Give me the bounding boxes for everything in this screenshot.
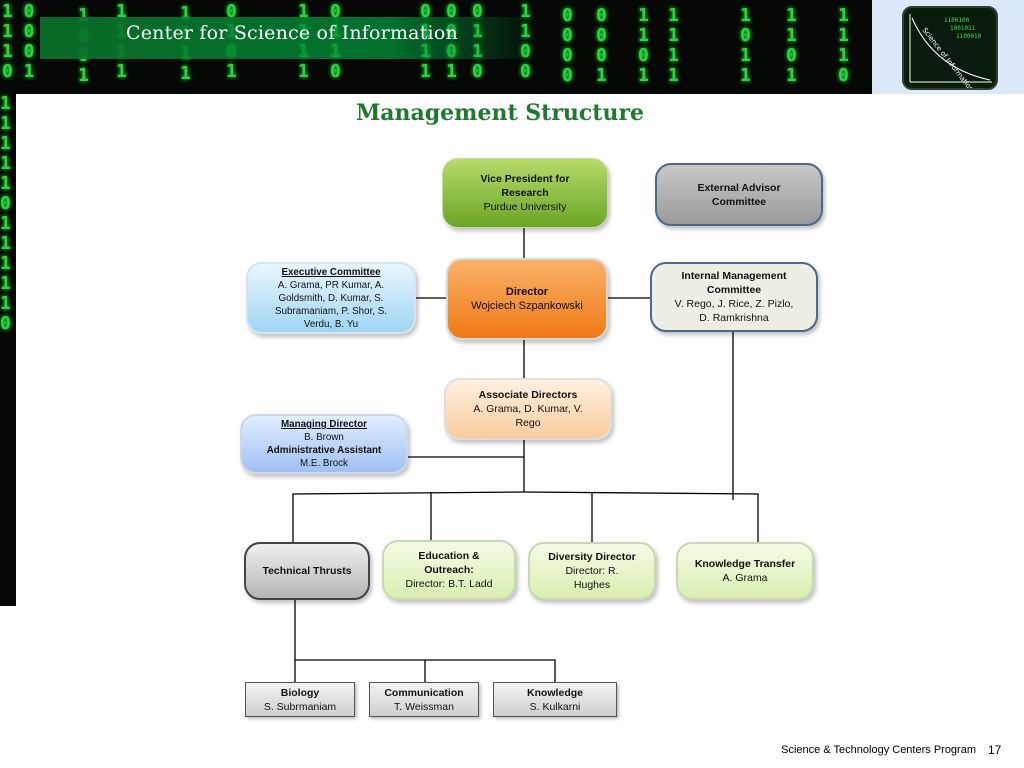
- diversity-line2: Hughes: [573, 579, 611, 591]
- slide-title: Management Structure: [355, 100, 645, 126]
- matrix-decoration: 0 0 0 0: [562, 5, 573, 86]
- education-line1: Education &: [418, 550, 480, 562]
- knowledge-name: S. Kulkarni: [529, 700, 581, 713]
- executive-committee-box: Executive Committee A. Grama, PR Kumar, …: [246, 262, 416, 334]
- associate-line2: Rego: [515, 417, 541, 429]
- managing-name2: M.E. Brock: [300, 458, 348, 469]
- technical-title: Technical Thrusts: [262, 565, 352, 577]
- matrix-decoration: 1 1 1 0: [838, 5, 849, 86]
- education-line2: Outreach:: [424, 564, 474, 576]
- executive-line4: Verdu, B. Yu: [303, 318, 359, 330]
- external-line1: External Advisor: [697, 181, 781, 194]
- director-name: Wojciech Szpankowski: [471, 300, 583, 312]
- executive-line1: A. Grama, PR Kumar, A.: [277, 279, 385, 291]
- managing-director-box: Managing Director B. Brown Administrativ…: [240, 414, 408, 474]
- soi-logo: 1100100 1001011 1100010 Science of Infor…: [902, 6, 998, 90]
- biology-title: Biology: [280, 686, 320, 699]
- matrix-decoration: 0 0 0 1: [596, 5, 607, 86]
- internal-line2: Committee: [706, 284, 762, 296]
- header-banner: 1 0 1 0 1 0 0 1 1 0 0 1 1 1 1 1 1 1 1 1 …: [0, 0, 872, 94]
- internal-line1: Internal Management: [681, 270, 787, 282]
- logo-panel: 1100100 1001011 1100010 Science of Infor…: [872, 0, 1024, 94]
- executive-line3: Subramaniam, P. Shor, S.: [275, 305, 387, 317]
- managing-title2: Administrative Assistant: [266, 445, 382, 456]
- vp-line3: Purdue University: [483, 201, 567, 213]
- vp-line2: Research: [501, 187, 549, 199]
- matrix-decoration: 1 0 1 1: [740, 5, 751, 86]
- external-advisor-box: External Advisor Committee: [655, 163, 823, 226]
- knowledge-box: Knowledge S. Kulkarni: [493, 682, 617, 717]
- executive-line2: Goldsmith, D. Kumar, S.: [278, 292, 384, 304]
- matrix-decoration: 1 1 1 1 1 0 1 1 1 1 1 0: [0, 94, 11, 334]
- external-line2: Committee: [711, 195, 767, 208]
- vp-line1: Vice President for: [480, 173, 570, 185]
- biology-box: Biology S. Subrmaniam: [245, 682, 355, 717]
- left-matrix-strip: 1 1 1 1 1 0 1 1 1 1 1 0: [0, 94, 16, 606]
- associate-directors-box: Associate Directors A. Grama, D. Kumar, …: [444, 378, 612, 440]
- internal-line4: D. Ramkrishna: [699, 312, 769, 324]
- executive-title: Executive Committee: [281, 266, 381, 278]
- knowledge-transfer-name: A. Grama: [722, 572, 768, 584]
- director-box: Director Wojciech Szpankowski: [446, 258, 608, 340]
- internal-line3: V. Rego, J. Rice, Z. Pizlo,: [674, 298, 794, 310]
- knowledge-transfer-box: Knowledge Transfer A. Grama: [676, 542, 814, 600]
- matrix-decoration: 1 1 0 1: [786, 5, 797, 86]
- education-outreach-box: Education & Outreach: Director: B.T. Lad…: [382, 540, 516, 600]
- communication-box: Communication T. Weissman: [369, 682, 479, 717]
- communication-title: Communication: [384, 686, 464, 699]
- director-title: Director: [505, 286, 549, 298]
- technical-thrusts-box: Technical Thrusts: [244, 542, 370, 600]
- knowledge-title: Knowledge: [526, 686, 583, 699]
- matrix-decoration: 1 1 0 1: [638, 5, 649, 86]
- matrix-decoration: 1 1 1 1: [668, 5, 679, 86]
- managing-title: Managing Director: [280, 419, 367, 430]
- education-line3: Director: B.T. Ladd: [405, 578, 493, 590]
- header-title: Center for Science of Information: [126, 22, 458, 44]
- internal-management-box: Internal Management Committee V. Rego, J…: [650, 262, 818, 332]
- title-bar: [40, 17, 540, 59]
- svg-text:1100010: 1100010: [956, 33, 982, 40]
- svg-text:1100100: 1100100: [944, 17, 970, 24]
- matrix-decoration: 1 0 1 0 1 0 0 1: [2, 1, 35, 82]
- diversity-director-box: Diversity Director Director: R. Hughes: [528, 542, 656, 600]
- associate-title: Associate Directors: [478, 389, 578, 401]
- communication-name: T. Weissman: [394, 700, 454, 713]
- managing-name: B. Brown: [304, 432, 344, 443]
- associate-line1: A. Grama, D. Kumar, V.: [473, 403, 583, 415]
- vice-president-box: Vice President for Research Purdue Unive…: [442, 158, 608, 228]
- biology-name: S. Subrmaniam: [263, 700, 337, 713]
- footer-program: Science & Technology Centers Program: [781, 744, 976, 756]
- page-number: 17: [988, 743, 1002, 757]
- diversity-line1: Director: R.: [565, 565, 619, 577]
- svg-text:1001011: 1001011: [950, 25, 976, 32]
- diversity-title: Diversity Director: [548, 551, 636, 563]
- knowledge-transfer-title: Knowledge Transfer: [694, 558, 796, 570]
